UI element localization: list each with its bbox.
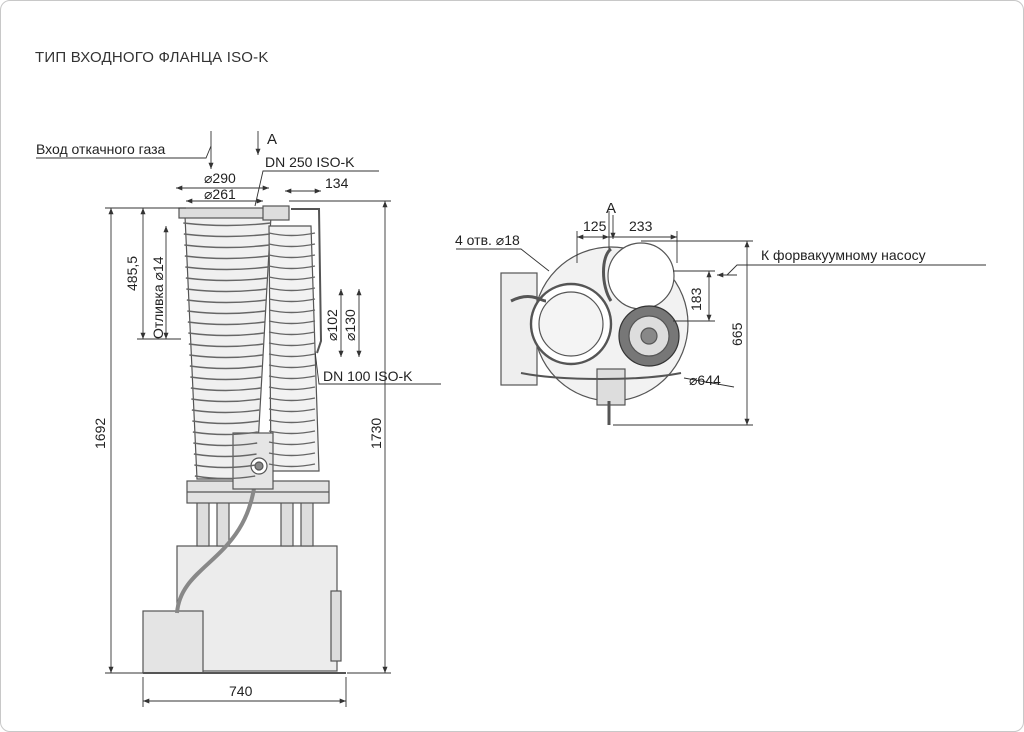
dim-125: 125 xyxy=(583,218,607,234)
fin xyxy=(184,244,270,249)
dim-1692: 1692 xyxy=(92,418,108,449)
fin xyxy=(268,353,316,358)
fin xyxy=(183,222,271,227)
fin xyxy=(187,321,265,326)
fin xyxy=(268,408,316,413)
fin xyxy=(186,288,267,293)
fin xyxy=(268,265,316,270)
dim-665: 665 xyxy=(729,322,745,346)
dim-644: ⌀644 xyxy=(689,372,721,388)
fin xyxy=(268,287,316,292)
control-box xyxy=(142,610,204,674)
dim-130: ⌀130 xyxy=(342,309,358,341)
fin xyxy=(268,463,316,468)
fin xyxy=(194,475,256,480)
holes-label: 4 отв. ⌀18 xyxy=(455,232,520,248)
fin xyxy=(192,431,258,436)
gas-inlet-label: Вход откачного газа xyxy=(36,141,165,157)
fin xyxy=(192,420,259,425)
dn100-label: DN 100 ISO-K xyxy=(323,368,413,384)
dn250-label: DN 250 ISO-K xyxy=(265,154,355,170)
fin xyxy=(191,398,260,403)
dim-1730: 1730 xyxy=(368,418,384,449)
fin xyxy=(268,309,316,314)
fin xyxy=(268,397,316,402)
fin xyxy=(193,453,257,458)
dim-740: 740 xyxy=(229,683,253,699)
top-view xyxy=(500,242,689,425)
aux-cylinder xyxy=(268,225,320,472)
fin xyxy=(187,310,266,315)
dim-134: 134 xyxy=(325,175,349,191)
dim-485: 485,5 xyxy=(124,256,140,291)
fin xyxy=(190,387,261,392)
fin xyxy=(186,299,266,304)
fin xyxy=(268,232,316,237)
view-a-top: A xyxy=(606,200,616,217)
fin xyxy=(188,332,264,337)
fin xyxy=(268,441,316,446)
fin xyxy=(268,254,316,259)
fin xyxy=(268,276,316,281)
side-view xyxy=(142,205,346,674)
fin xyxy=(194,464,256,469)
fin xyxy=(184,255,269,260)
fin xyxy=(185,266,268,271)
fin xyxy=(268,298,316,303)
fin xyxy=(268,386,316,391)
dim-183: 183 xyxy=(688,287,704,311)
dim-290: ⌀290 xyxy=(204,170,236,186)
fin xyxy=(183,233,270,238)
dim-261: ⌀261 xyxy=(204,186,236,202)
cooling-fins xyxy=(183,222,316,480)
dim-233: 233 xyxy=(629,218,653,234)
fin xyxy=(268,243,316,248)
fore-pump-label: К форвакуумному насосу xyxy=(761,247,926,263)
fin xyxy=(193,442,258,447)
fin xyxy=(185,277,268,282)
fin xyxy=(190,376,262,381)
fin xyxy=(191,409,260,414)
fin xyxy=(268,320,316,325)
drain-label: Отливка ⌀14 xyxy=(150,256,166,339)
fin xyxy=(268,430,316,435)
fin xyxy=(268,375,316,380)
fin xyxy=(189,354,263,359)
fin xyxy=(268,419,316,424)
fin xyxy=(268,331,316,336)
fin xyxy=(268,364,316,369)
drawing-title: ТИП ВХОДНОГО ФЛАНЦА ISO-K xyxy=(35,49,269,66)
fin xyxy=(268,342,316,347)
top-dimensions xyxy=(456,211,986,426)
dim-102: ⌀102 xyxy=(324,309,340,341)
view-a-marker: A xyxy=(267,131,277,148)
side-dimensions xyxy=(36,131,441,707)
fin xyxy=(188,343,264,348)
fin xyxy=(189,365,262,370)
fin xyxy=(268,452,316,457)
